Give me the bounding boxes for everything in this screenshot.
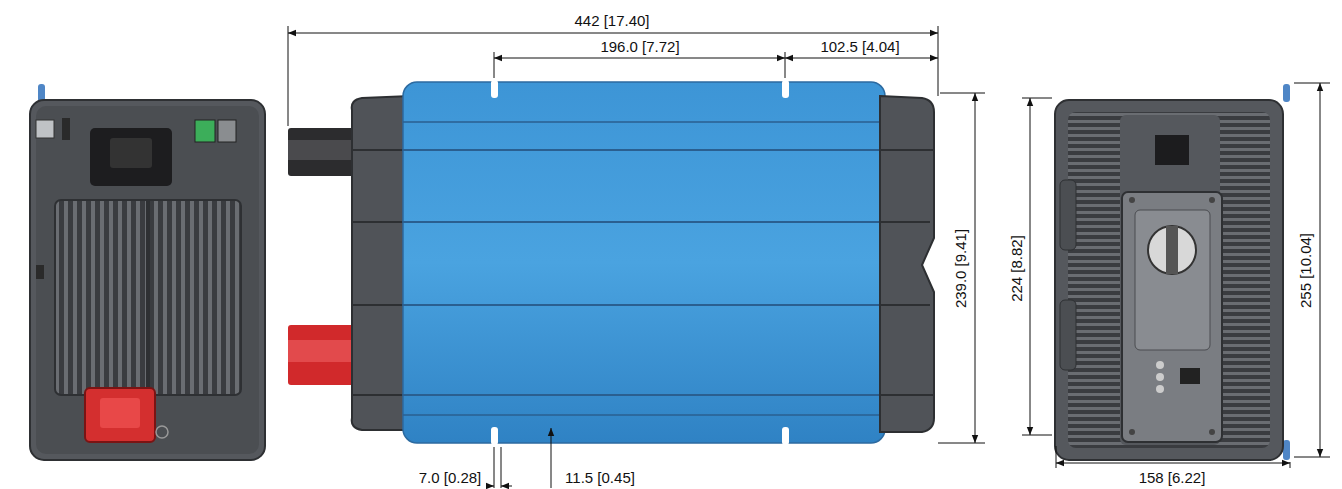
- dimension-label: 224 [8.82]: [1007, 232, 1024, 305]
- dimension-label: 102.5 [4.04]: [817, 38, 902, 55]
- dimension-label: 239.0 [9.41]: [952, 225, 969, 310]
- dimension-label: 442 [17.40]: [571, 12, 652, 29]
- dimension-label: 255 [10.04]: [1297, 229, 1314, 310]
- dimension-lines: [288, 26, 1330, 488]
- dimension-label: 196.0 [7.72]: [597, 38, 682, 55]
- dimension-label: 11.5 [0.45]: [562, 469, 638, 486]
- left-end-view: [30, 84, 265, 460]
- dimension-label: 7.0 [0.28]: [416, 469, 485, 486]
- dimension-label: 158 [6.22]: [1136, 469, 1209, 486]
- right-end-view: [1055, 84, 1290, 460]
- side-view: [288, 80, 934, 445]
